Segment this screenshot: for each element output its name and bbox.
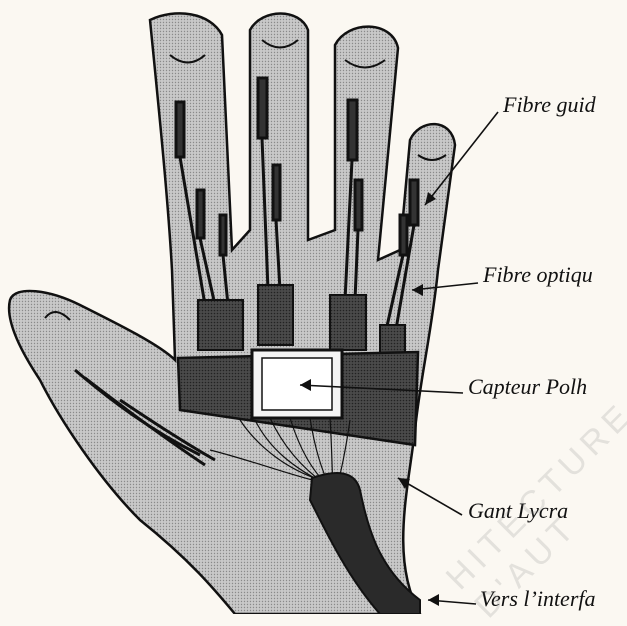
callout-fibre-guide: Fibre guid — [503, 92, 596, 118]
base-middle — [258, 285, 293, 345]
base-index — [198, 300, 243, 350]
polhemus-sensor-inner — [262, 358, 332, 410]
base-ring — [330, 295, 366, 350]
callout-capteur-polhemus: Capteur Polh — [468, 374, 587, 400]
callout-fibre-optique: Fibre optiqu — [483, 262, 593, 288]
